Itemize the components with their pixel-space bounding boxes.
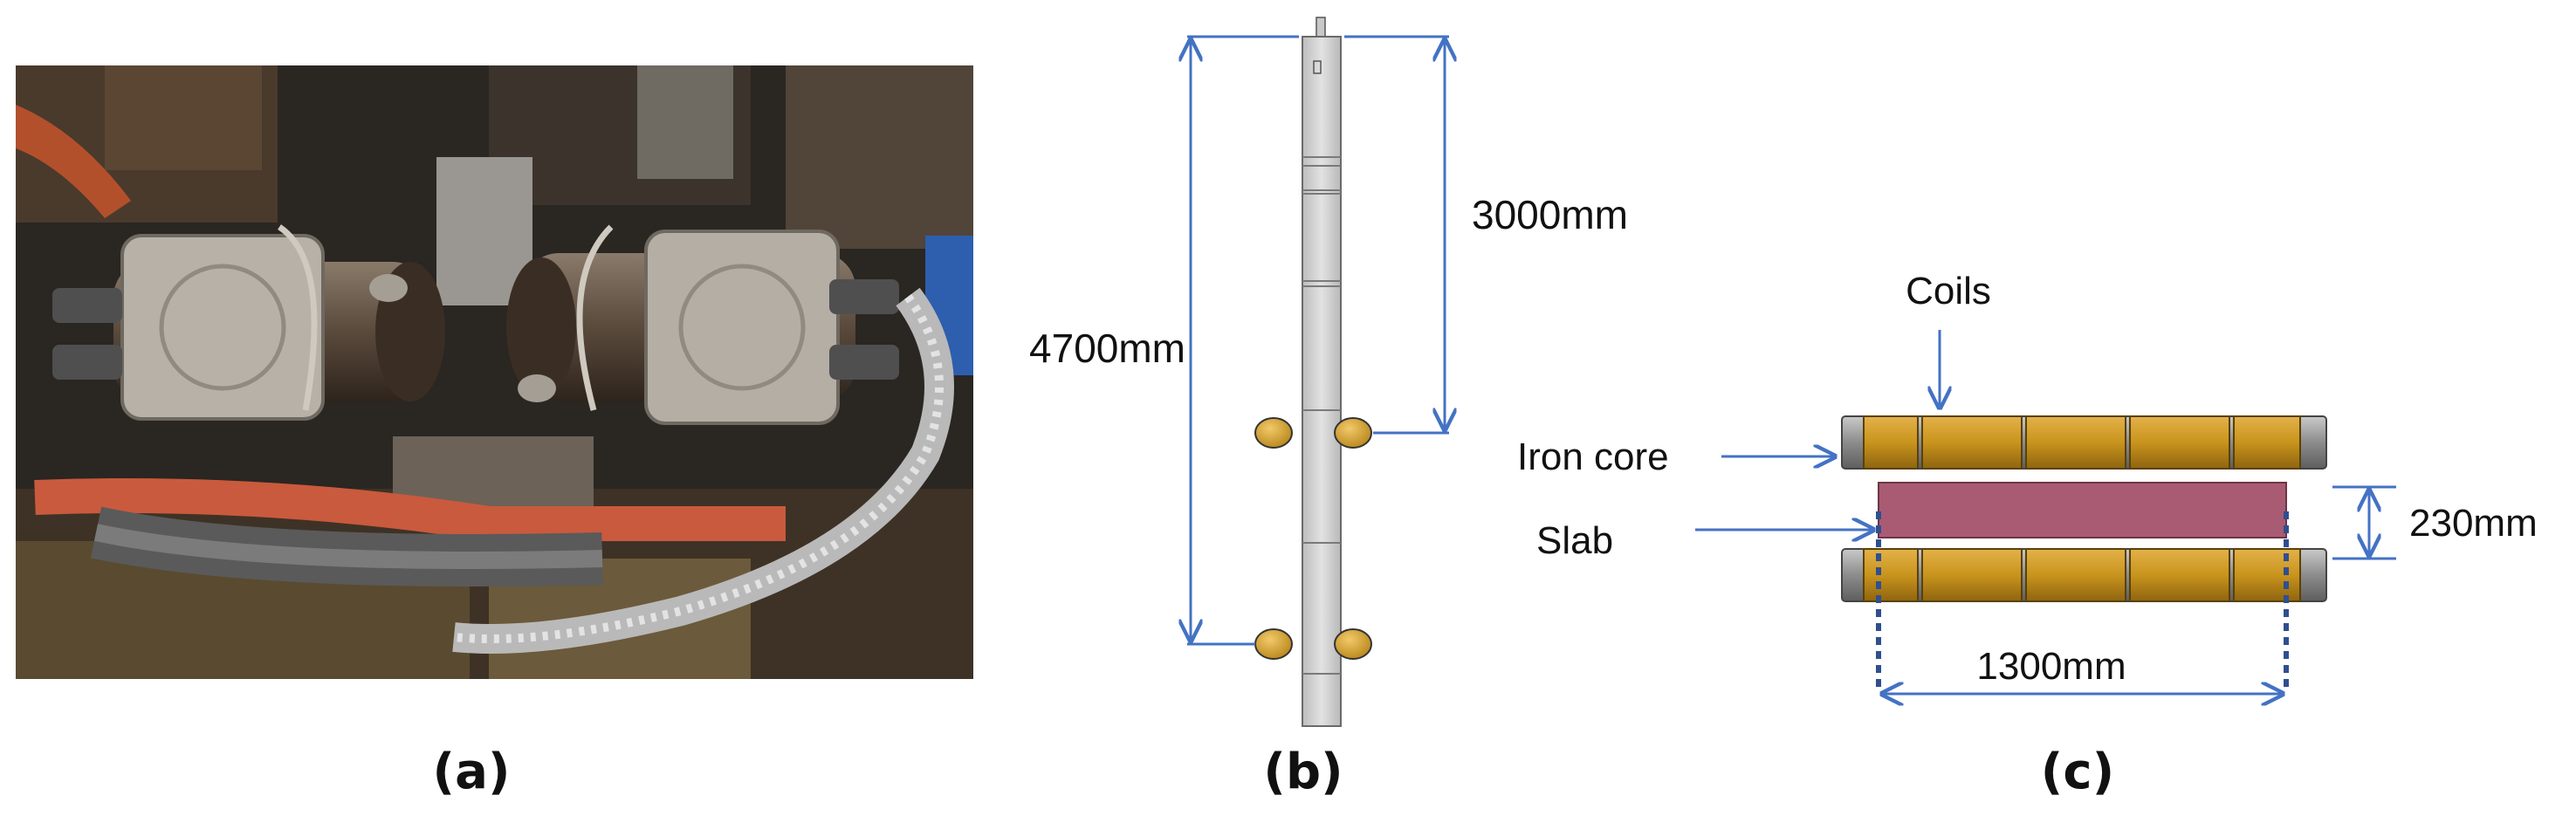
label-coils: Coils: [1906, 270, 1991, 312]
coil-upper-1: [1863, 415, 1919, 470]
coil-lower-4: [2129, 548, 2230, 602]
caption-c: (c): [2041, 744, 2114, 800]
panel-b: 4700mm 3000mm (b): [1029, 17, 1628, 800]
coil-upper-5: [2233, 415, 2301, 470]
panel-c: Coils Iron core Slab 230mm 1300mm (c): [1517, 270, 2538, 800]
roller-lower-right: [1334, 628, 1372, 660]
upper-stirrer: [1841, 415, 2327, 470]
dimension-total: [1187, 35, 1299, 646]
roller-upper-left: [1254, 417, 1293, 449]
strand: [1302, 17, 1342, 727]
caption-a: (a): [433, 744, 511, 800]
stirrer-photo: [16, 65, 973, 679]
panel-a: (a): [16, 65, 973, 800]
roller-lower-left: [1254, 628, 1293, 660]
dimension-gap: [2332, 485, 2396, 560]
coil-upper-2: [1921, 415, 2023, 470]
dim-total-label: 4700mm: [1029, 326, 1185, 371]
coil-upper-3: [2025, 415, 2126, 470]
dimension-width: [1876, 511, 2289, 694]
lower-stirrer: [1841, 548, 2327, 602]
caption-b: (b): [1263, 744, 1343, 800]
dimension-upper: [1344, 35, 1449, 435]
label-slab: Slab: [1536, 519, 1613, 562]
dim-gap-label: 230mm: [2409, 502, 2538, 545]
dim-width-label: 1300mm: [1976, 645, 2126, 688]
coil-lower-1: [1863, 548, 1919, 602]
coil-upper-4: [2129, 415, 2230, 470]
label-iron-core: Iron core: [1517, 436, 1669, 478]
dim-upper-label: 3000mm: [1472, 192, 1628, 237]
slab: [1878, 482, 2287, 538]
coil-lower-3: [2025, 548, 2126, 602]
roller-upper-right: [1334, 417, 1372, 449]
rollers: [1254, 417, 1372, 660]
coil-lower-2: [1921, 548, 2023, 602]
coil-lower-5: [2233, 548, 2301, 602]
